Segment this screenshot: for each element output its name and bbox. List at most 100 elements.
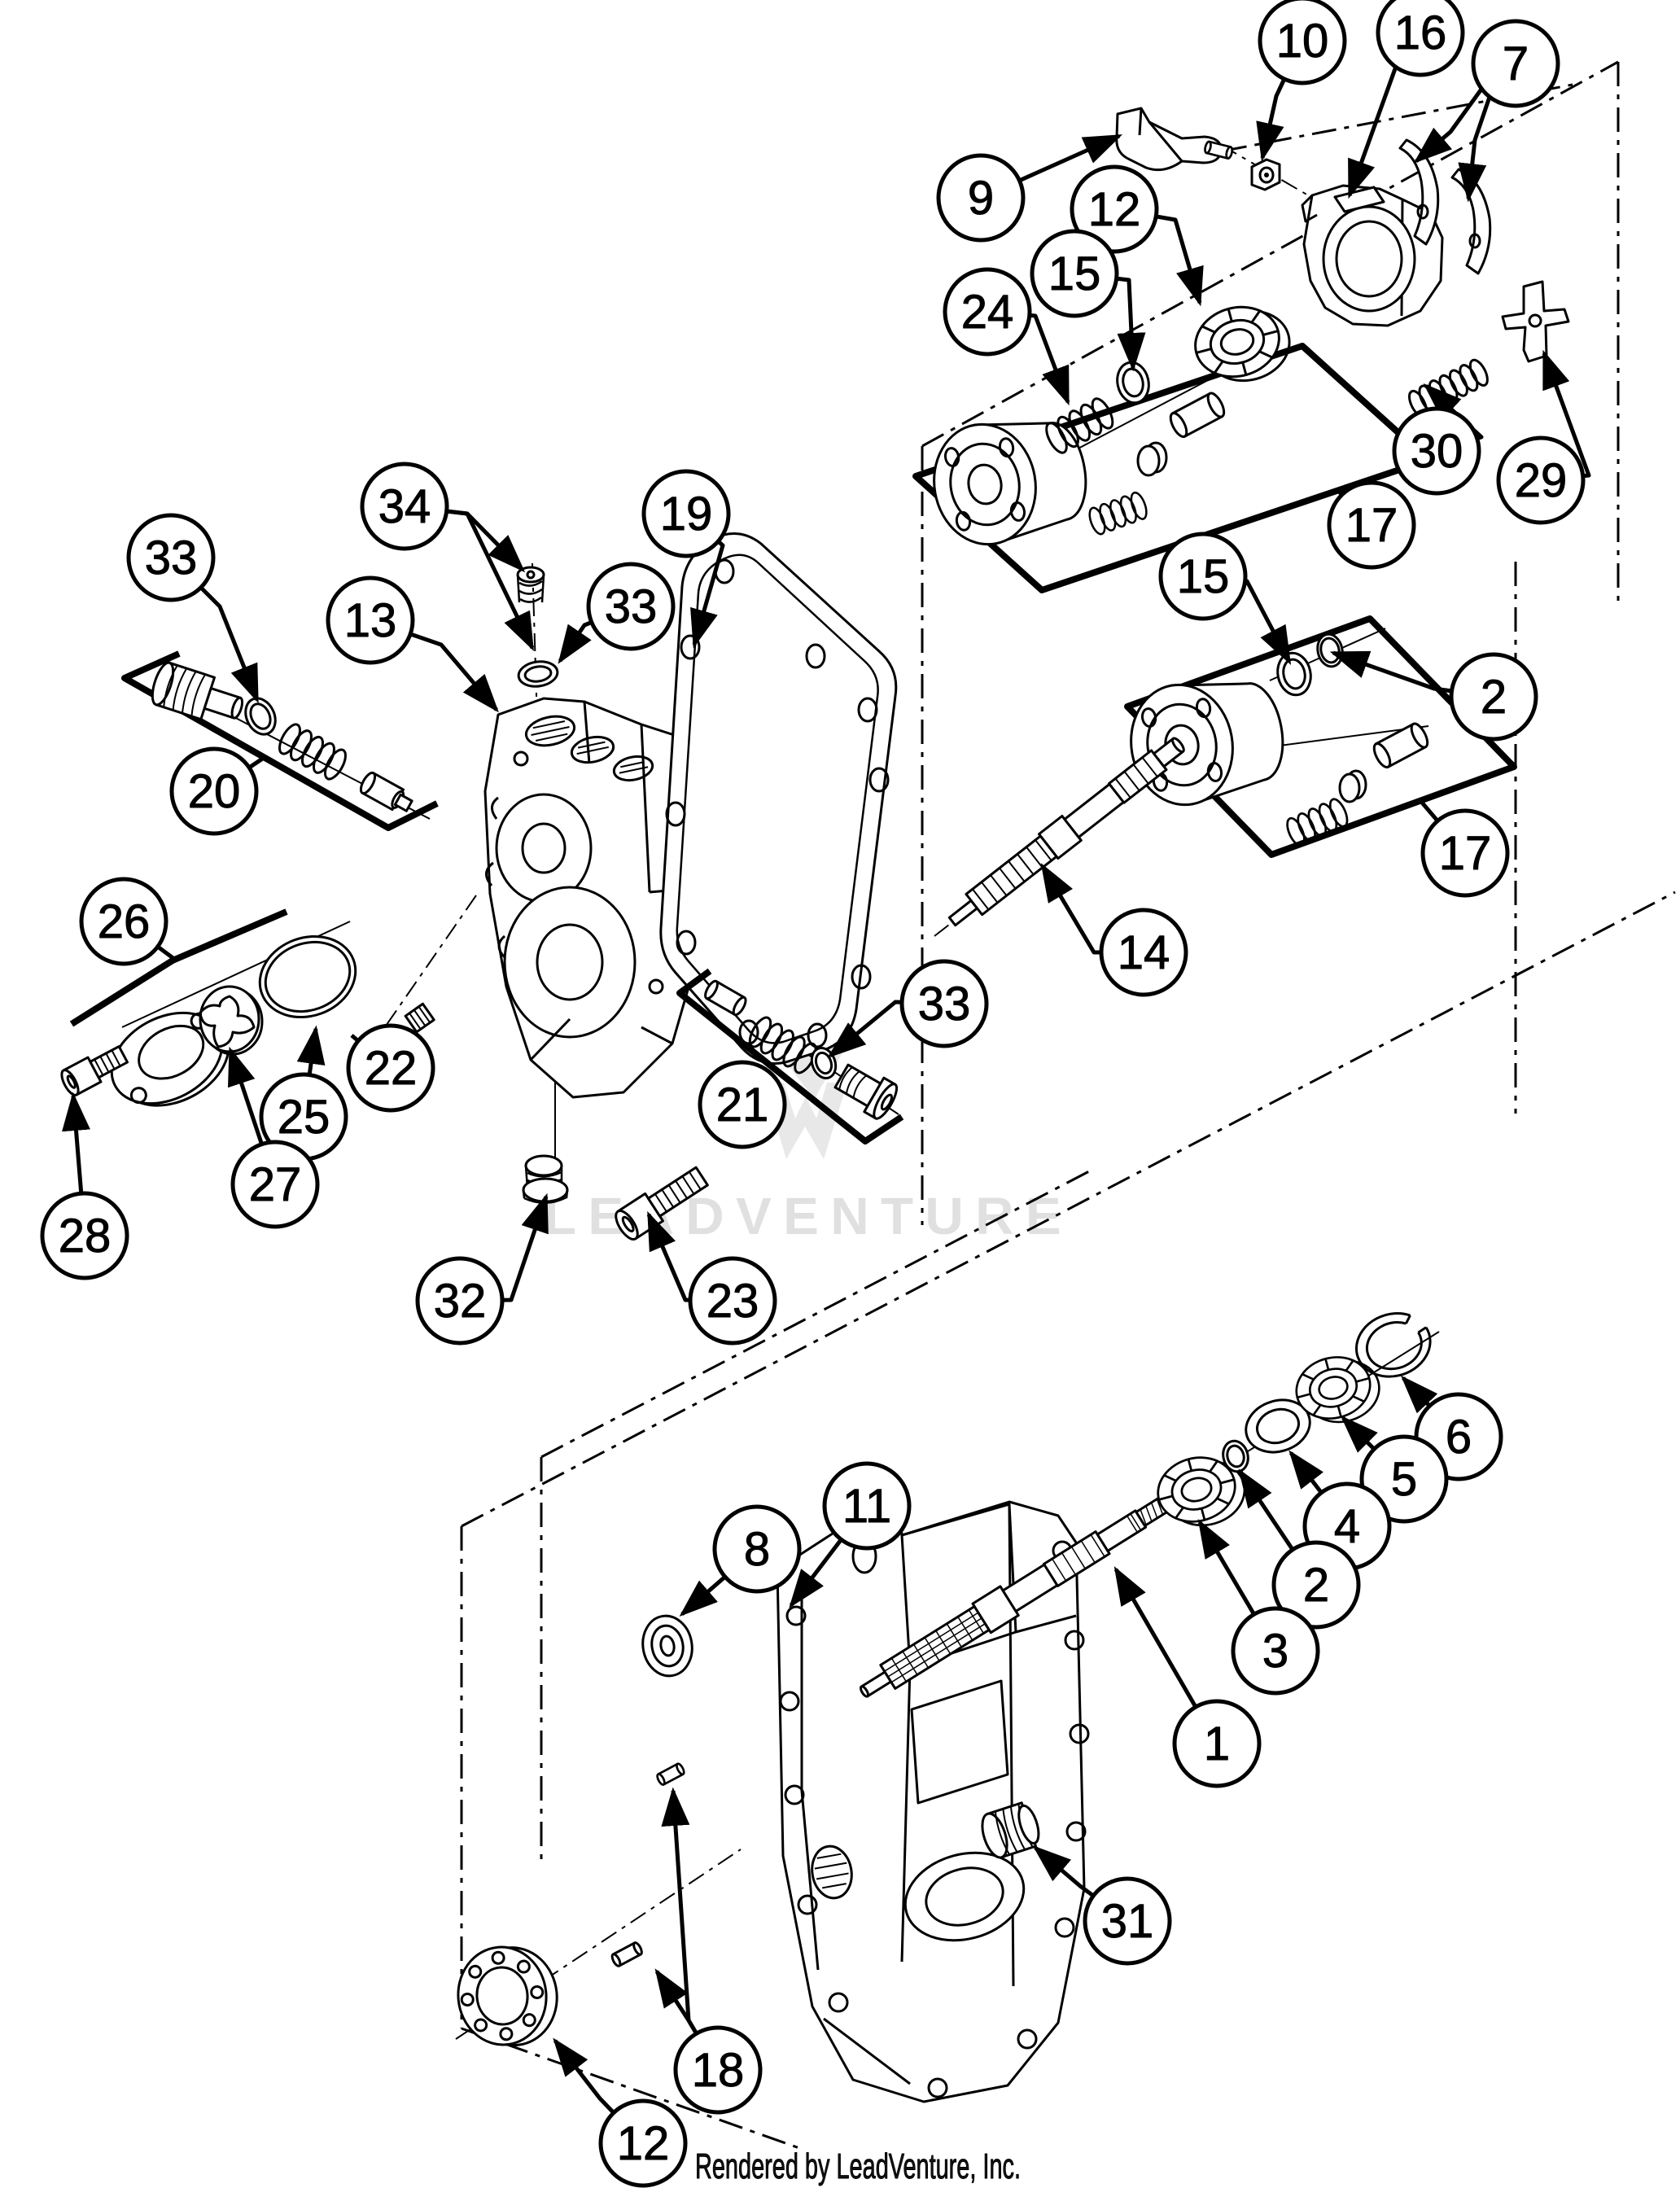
callout-15-mid: 15: [1158, 532, 1248, 621]
callout-22: 22: [346, 1023, 435, 1113]
svg-text:17: 17: [1345, 499, 1398, 552]
callout-1: 1: [1172, 1699, 1262, 1788]
svg-text:20: 20: [188, 765, 241, 818]
svg-text:14: 14: [1118, 926, 1170, 979]
callout-11: 11: [822, 1461, 912, 1551]
svg-text:32: 32: [434, 1275, 487, 1328]
callout-24: 24: [943, 267, 1032, 357]
part-pivot-cross: [1501, 280, 1570, 363]
svg-text:6: 6: [1446, 1411, 1472, 1464]
svg-text:10: 10: [1276, 15, 1329, 68]
svg-text:7: 7: [1503, 37, 1529, 90]
part-trunnion-housing: [1301, 184, 1444, 327]
callout-7: 7: [1471, 19, 1560, 108]
callout-30: 30: [1392, 406, 1481, 496]
svg-text:29: 29: [1515, 454, 1568, 507]
svg-text:9: 9: [968, 172, 994, 225]
svg-text:2: 2: [1303, 1559, 1329, 1612]
callout-21: 21: [698, 1060, 787, 1149]
svg-text:8: 8: [744, 1523, 770, 1576]
svg-text:28: 28: [59, 1210, 112, 1262]
callout-19: 19: [641, 469, 731, 558]
callout-26: 26: [79, 877, 168, 966]
svg-text:5: 5: [1391, 1453, 1417, 1506]
callout-32: 32: [415, 1256, 505, 1346]
svg-text:12: 12: [1088, 183, 1141, 236]
svg-text:27: 27: [249, 1158, 302, 1211]
part-cylinder-block-lower: [1120, 667, 1293, 815]
part-shaft-1: [860, 1493, 1175, 1698]
part-pump-cover-26: [110, 1011, 230, 1107]
part-oring-33-left: [244, 697, 277, 736]
callout-15-top: 15: [1030, 229, 1119, 318]
callouts: 9 10 16 7 12 15 24 30 29 17 15 2 17 34 1…: [40, 0, 1586, 2188]
svg-text:15: 15: [1177, 550, 1230, 603]
part-plug-32: [522, 1154, 569, 1204]
callout-8: 8: [712, 1504, 802, 1594]
callout-13: 13: [326, 575, 415, 665]
svg-text:30: 30: [1411, 425, 1463, 478]
callout-33-right: 33: [899, 959, 989, 1048]
part-gerotor-27: [199, 985, 264, 1056]
svg-text:18: 18: [692, 2044, 745, 2097]
callout-34: 34: [360, 462, 449, 551]
callout-2-upper: 2: [1449, 652, 1538, 742]
callout-10: 10: [1258, 0, 1347, 85]
callout-17-upper: 17: [1327, 480, 1416, 570]
footer-credit-text: Rendered by LeadVenture, Inc.: [695, 2146, 1021, 2186]
callout-2-lower: 2: [1271, 1540, 1361, 1630]
callout-25: 25: [259, 1072, 348, 1162]
callout-33-left: 33: [126, 513, 216, 602]
svg-text:13: 13: [344, 594, 397, 647]
svg-text:19: 19: [660, 488, 713, 540]
part-control-lever: [1115, 107, 1235, 172]
part-bearing-12-lower: [457, 1945, 558, 2047]
part-pump-shaft-14: [947, 737, 1185, 927]
callout-12-bottom: 12: [598, 2098, 688, 2188]
callout-31: 31: [1083, 1876, 1172, 1966]
svg-text:24: 24: [961, 286, 1014, 339]
svg-text:33: 33: [605, 580, 658, 633]
part-guide-block: [1250, 158, 1281, 191]
svg-text:12: 12: [617, 2117, 670, 2170]
part-oring-33-center: [517, 660, 559, 688]
part-washer-4: [1245, 1398, 1311, 1454]
callout-33-center: 33: [586, 562, 676, 651]
svg-text:17: 17: [1439, 827, 1492, 880]
part-center-section-13: [483, 697, 718, 1099]
part-plug-34: [516, 566, 545, 603]
svg-text:1: 1: [1204, 1718, 1230, 1770]
callout-27: 27: [230, 1140, 320, 1229]
callout-3: 3: [1231, 1606, 1320, 1696]
kit-21-relief-valve: [676, 968, 904, 1144]
callout-23: 23: [688, 1256, 777, 1346]
phantom-boundary-lines: [460, 60, 1676, 2151]
svg-text:21: 21: [716, 1079, 769, 1131]
svg-text:16: 16: [1394, 7, 1447, 59]
part-pin-18-lower: [609, 1940, 645, 1969]
svg-text:11: 11: [842, 1480, 891, 1533]
callout-28: 28: [40, 1191, 129, 1280]
kit-26-charge-pump: [69, 908, 357, 1107]
svg-text:15: 15: [1048, 247, 1101, 300]
svg-text:26: 26: [98, 895, 151, 948]
callout-18: 18: [673, 2025, 763, 2115]
part-seal-8: [641, 1614, 693, 1678]
svg-text:33: 33: [918, 978, 971, 1031]
callout-29: 29: [1496, 435, 1586, 525]
svg-text:34: 34: [378, 480, 431, 533]
part-oring-25: [258, 934, 357, 1019]
callout-9: 9: [936, 153, 1026, 243]
part-gasket-19: [659, 532, 898, 1066]
callout-14: 14: [1099, 908, 1188, 997]
part-snap-ring-6: [1354, 1311, 1432, 1378]
part-pin-18-upper: [654, 1761, 687, 1788]
svg-text:23: 23: [707, 1275, 759, 1328]
part-housing-11: [776, 1500, 1090, 2103]
kit-20-relief-valve: [121, 650, 439, 831]
callout-16: 16: [1376, 0, 1465, 77]
callout-20: 20: [169, 746, 259, 836]
svg-text:25: 25: [278, 1091, 330, 1144]
